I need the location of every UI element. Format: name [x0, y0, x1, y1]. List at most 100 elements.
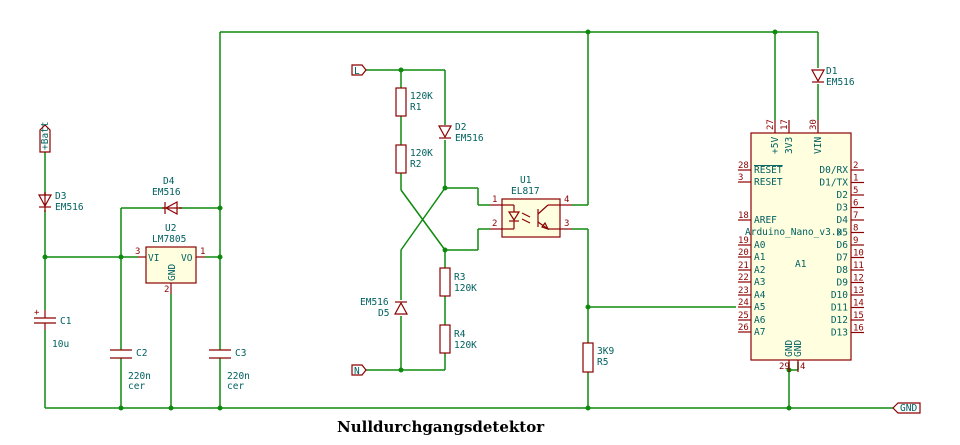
resistor-r3: R3 120K — [439, 267, 477, 297]
svg-text:R2: R2 — [410, 159, 421, 170]
svg-text:+5V: +5V — [770, 137, 781, 154]
svg-text:GND: GND — [167, 264, 178, 281]
svg-text:cer: cer — [227, 381, 244, 392]
capacitor-c2: C2 220n cer — [110, 348, 151, 392]
a1-pin-a5-24: 24 A5 — [738, 298, 765, 313]
svg-text:D10: D10 — [831, 290, 848, 301]
svg-text:GND: GND — [900, 403, 917, 414]
port-batt: +Batt — [39, 121, 51, 153]
svg-text:RESET: RESET — [754, 165, 783, 176]
svg-text:220n: 220n — [128, 371, 151, 382]
svg-text:D13: D13 — [831, 328, 848, 339]
a1-pin-a4-23: 23 A4 — [738, 286, 766, 301]
svg-text:22: 22 — [738, 273, 749, 283]
svg-text:D4: D4 — [837, 215, 849, 226]
svg-text:120K: 120K — [410, 148, 433, 159]
svg-text:U2: U2 — [165, 223, 176, 234]
svg-text:A0: A0 — [754, 240, 766, 251]
svg-text:6: 6 — [853, 199, 858, 209]
svg-text:21: 21 — [738, 261, 749, 271]
svg-text:26: 26 — [738, 323, 749, 333]
junctions — [42, 29, 792, 411]
svg-text:2: 2 — [164, 285, 169, 295]
svg-text:3: 3 — [738, 173, 743, 183]
resistor-r2: 120K R2 — [395, 144, 433, 174]
svg-text:EL817: EL817 — [511, 186, 540, 197]
svg-text:D1/TX: D1/TX — [819, 178, 848, 189]
a1-pin-aref-18: 18 AREF — [738, 211, 777, 226]
svg-text:+: + — [34, 308, 40, 318]
port-live: L — [351, 64, 367, 77]
svg-text:EM516: EM516 — [360, 297, 389, 308]
svg-text:29: 29 — [779, 362, 790, 372]
svg-text:2: 2 — [853, 161, 858, 171]
svg-text:VI: VI — [148, 253, 159, 264]
svg-text:5: 5 — [853, 186, 858, 196]
svg-text:D7: D7 — [837, 253, 848, 264]
capacitor-c3: C3 220n cer — [209, 348, 250, 392]
svg-text:D3: D3 — [55, 191, 66, 202]
svg-text:1: 1 — [492, 195, 497, 205]
svg-text:18: 18 — [738, 211, 749, 221]
svg-text:N: N — [354, 366, 360, 377]
svg-text:A3: A3 — [754, 277, 765, 288]
svg-text:3: 3 — [564, 219, 569, 229]
svg-text:R5: R5 — [597, 357, 608, 368]
svg-text:120K: 120K — [410, 91, 433, 102]
svg-text:EM516: EM516 — [152, 187, 181, 198]
a1-pin-+5v: 27 +5V — [766, 119, 781, 154]
port-neutral: N — [351, 364, 367, 377]
svg-text:D2: D2 — [837, 190, 848, 201]
svg-text:C2: C2 — [136, 348, 147, 359]
diode-d3: D3 EM516 — [37, 191, 84, 213]
svg-text:A4: A4 — [754, 290, 766, 301]
svg-text:EM516: EM516 — [455, 133, 484, 144]
wires — [44, 31, 893, 409]
optocoupler-u1: 1 2 4 3 U1 EL817 — [490, 175, 572, 238]
diode-d4: D4 EM516 — [152, 176, 182, 216]
svg-text:27: 27 — [766, 119, 776, 130]
svg-text:24: 24 — [738, 298, 749, 308]
svg-text:A6: A6 — [754, 315, 766, 326]
svg-text:220n: 220n — [227, 371, 250, 382]
svg-text:A1: A1 — [795, 259, 807, 270]
svg-text:VIN: VIN — [813, 137, 824, 154]
a1-pin-a3-22: 22 A3 — [738, 273, 765, 288]
svg-text:2: 2 — [492, 219, 497, 229]
svg-text:A7: A7 — [754, 327, 765, 338]
svg-text:D1: D1 — [826, 66, 838, 77]
svg-text:3: 3 — [135, 247, 140, 257]
resistor-r4: R4 120K — [439, 324, 477, 354]
resistor-r1: 120K R1 — [395, 87, 433, 117]
svg-text:10u: 10u — [52, 339, 69, 350]
svg-text:25: 25 — [738, 311, 749, 321]
svg-text:R3: R3 — [454, 272, 465, 283]
svg-text:D2: D2 — [455, 122, 466, 133]
svg-text:A2: A2 — [754, 265, 765, 276]
a1-pin-a7-26: 26 A7 — [738, 323, 765, 338]
svg-text:+Batt: +Batt — [40, 121, 51, 150]
svg-text:cer: cer — [128, 381, 145, 392]
svg-text:AREF: AREF — [754, 215, 777, 226]
a1-pin-reset-28: 28 RESET — [738, 161, 783, 176]
svg-text:Arduino_Nano_v3.x: Arduino_Nano_v3.x — [745, 227, 843, 238]
svg-text:A5: A5 — [754, 302, 765, 313]
port-gnd: GND — [892, 402, 921, 414]
svg-text:EM516: EM516 — [55, 202, 84, 213]
svg-text:23: 23 — [738, 286, 749, 296]
a1-right-pins: 2D0/RX1D1/TX5D26D37D48D59D610D711D812D91… — [819, 161, 864, 339]
diode-d2: D2 EM516 — [437, 122, 484, 144]
svg-text:28: 28 — [738, 161, 749, 171]
svg-text:3K9: 3K9 — [597, 346, 614, 357]
svg-text:D12: D12 — [831, 315, 848, 326]
svg-text:D4: D4 — [163, 176, 175, 187]
svg-text:D0/RX: D0/RX — [819, 165, 848, 176]
